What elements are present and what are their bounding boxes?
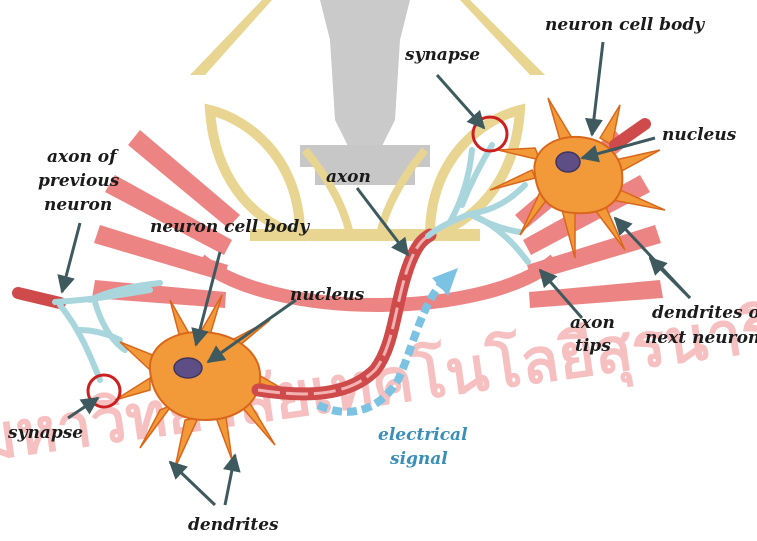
label-dendrites-of-next-neuron-line1: dendrites of	[652, 303, 757, 323]
label-dendrites-of-next-neuron-line2: next neuron	[645, 328, 757, 348]
left-neuron-cell-body	[150, 332, 260, 420]
label-axon-of-previous-neuron-line1: axon of	[47, 147, 119, 167]
right-neuron-cell-body	[534, 137, 622, 213]
right-nucleus	[556, 152, 580, 172]
label-electrical-signal-line1: electrical	[378, 425, 468, 445]
label-nucleus-left: nucleus	[290, 285, 365, 305]
label-axon-tips-line2: tips	[575, 336, 611, 356]
label-dendrites: dendrites	[188, 515, 279, 535]
label-axon-of-previous-neuron-line3: neuron	[44, 195, 112, 215]
label-electrical-signal-line2: signal	[389, 449, 448, 469]
label-synapse-left: synapse	[7, 423, 83, 443]
label-synapse-right: synapse	[404, 45, 480, 65]
label-axon-tips-line1: axon	[570, 313, 615, 333]
label-axon: axon	[326, 167, 371, 187]
left-nucleus	[174, 358, 202, 378]
watermark-thai-text: มหาวิทยาลัยเทคโนโลยีสุรนารี	[0, 291, 757, 477]
label-neuron-cell-body-right: neuron cell body	[545, 15, 705, 35]
label-nucleus-right: nucleus	[662, 125, 737, 145]
label-neuron-cell-body-left: neuron cell body	[150, 217, 310, 237]
label-axon-of-previous-neuron-line2: previous	[38, 171, 120, 191]
